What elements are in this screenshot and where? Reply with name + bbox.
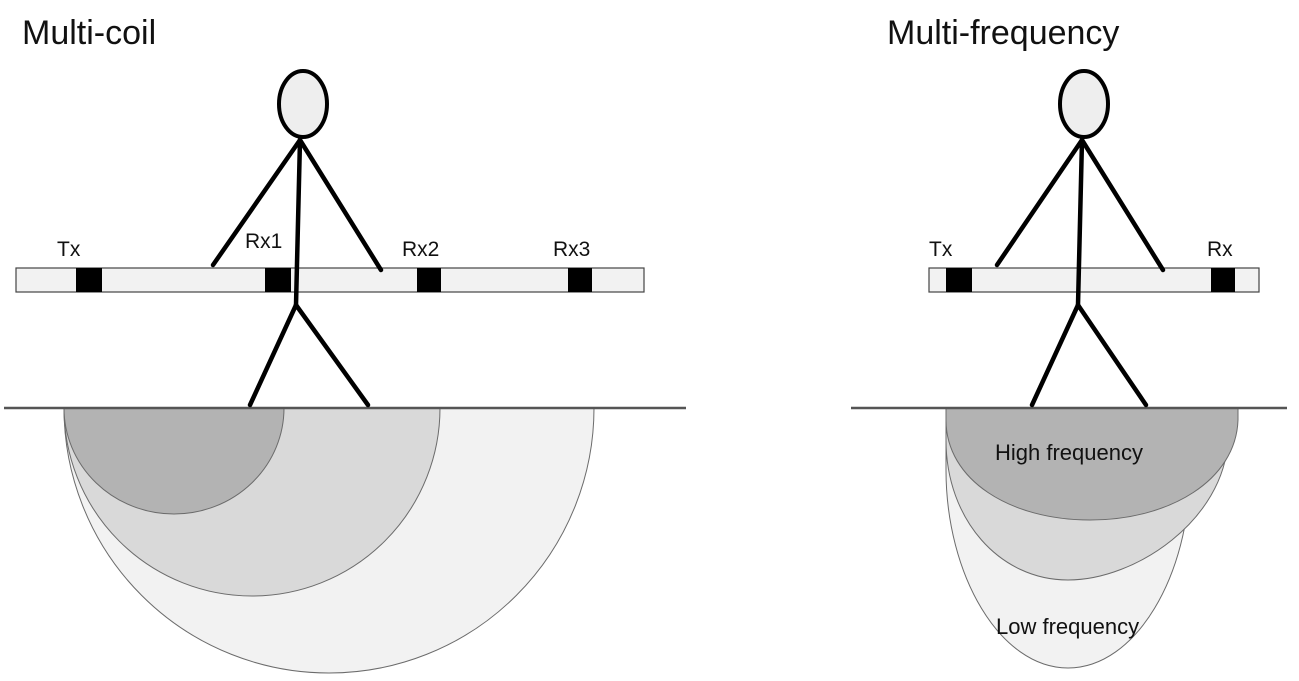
rx2-coil (417, 268, 441, 292)
tx-coil-right (946, 268, 972, 292)
tx-label: Tx (57, 238, 81, 261)
rx-label-right: Rx (1207, 238, 1233, 261)
right-leg (1075, 302, 1149, 408)
torso (1075, 137, 1085, 308)
multi-coil-instrument-bar (15, 267, 645, 293)
shallow-sensitivity-zone (63, 407, 285, 515)
rx3-label: Rx3 (553, 238, 590, 261)
rx3-coil (568, 268, 592, 292)
left-leg (247, 302, 299, 408)
high-frequency-label: High frequency (995, 440, 1143, 465)
right-arm (297, 137, 384, 273)
multi-coil-panel: Multi-coil Tx Rx1 Rx2 Rx3 (4, 14, 686, 674)
head (277, 69, 329, 139)
rx1-label: Rx1 (245, 230, 282, 253)
right-leg (293, 302, 371, 408)
tx-coil (76, 268, 102, 292)
multi-frequency-panel: Multi-frequency High frequency Low frequ… (851, 14, 1287, 669)
tx-label-right: Tx (929, 238, 953, 261)
high-frequency-zone (945, 407, 1239, 521)
low-frequency-label: Low frequency (996, 614, 1139, 639)
multi-frequency-instrument-bar (928, 267, 1260, 293)
left-arm (210, 137, 303, 268)
rx-coil-right (1211, 268, 1235, 292)
right-arm (1079, 137, 1166, 273)
multi-frequency-title: Multi-frequency (887, 14, 1119, 52)
operator-figure-right (994, 69, 1166, 408)
rx2-label: Rx2 (402, 238, 439, 261)
rx1-coil (265, 268, 291, 292)
left-leg (1029, 302, 1081, 408)
multi-coil-title: Multi-coil (22, 14, 156, 52)
head (1058, 69, 1110, 139)
left-arm (994, 137, 1085, 268)
operator-figure-left (210, 69, 384, 408)
torso (293, 137, 303, 308)
